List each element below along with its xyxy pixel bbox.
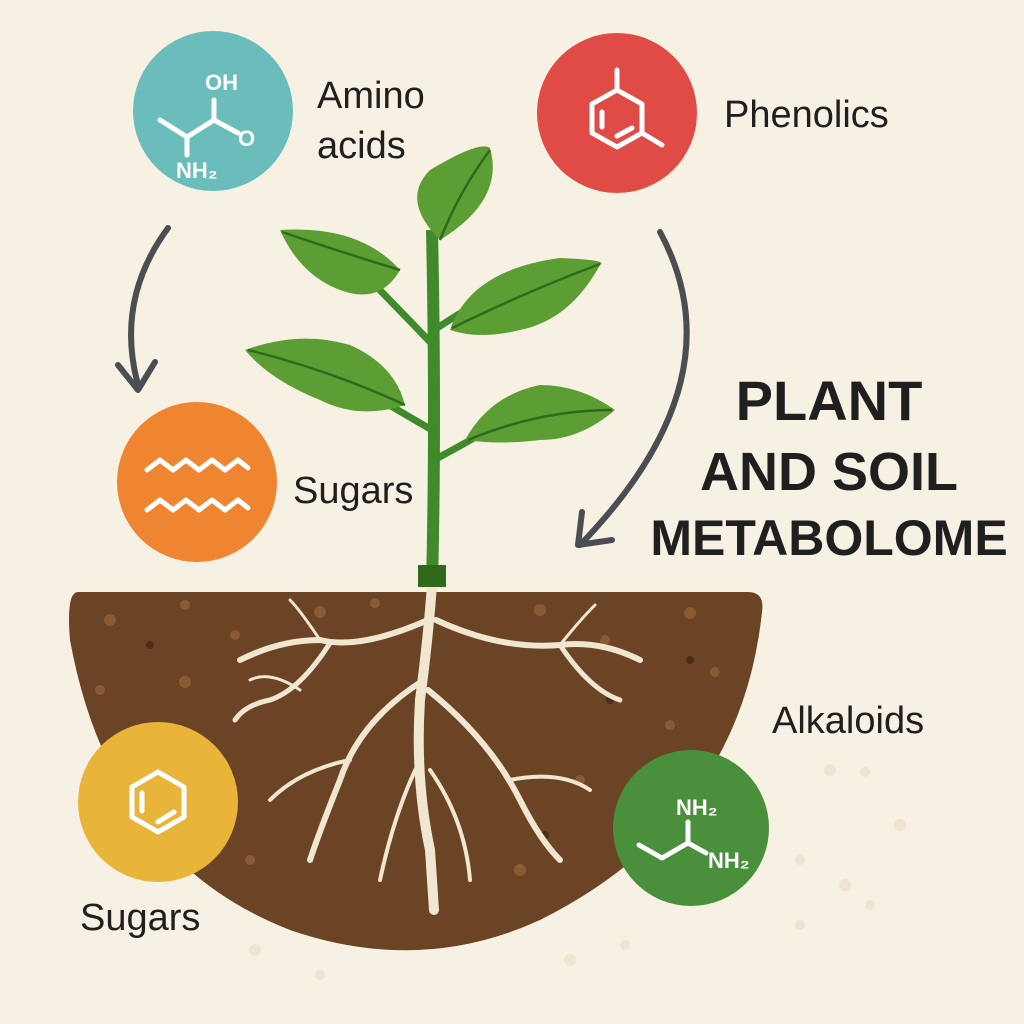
arrow-amino-to-sugars [128,225,171,388]
amino-acids-group: OH O NH₂ Amino acids [133,31,425,191]
phenolics-group: Phenolics [537,33,889,193]
sugars-wave-icon [117,402,277,562]
nh2-label: NH₂ [176,158,218,183]
sugars-bottom-label: Sugars [80,897,200,939]
nh2-top-label: NH₂ [676,795,718,820]
o-label: O [238,126,255,151]
alkaloids-group: NH₂ NH₂ Alkaloids [613,700,924,906]
title-line-3: METABOLOME [650,510,1007,566]
soil-particles [95,598,720,876]
alkaloids-icon [613,750,769,906]
sugars-top-group: Sugars [117,402,413,562]
arrowhead-right [575,509,615,548]
sugars-bottom-group: Sugars [78,722,238,939]
nh2-right-label: NH₂ [708,848,750,873]
title-line-1: PLANT [736,369,923,432]
arrowhead-left [115,359,158,393]
roots [232,580,643,915]
arrow-phenolics-to-soil [577,229,690,548]
page-title: PLANT AND SOIL METABOLOME [650,369,1007,566]
plant [245,146,615,587]
sugars-ring-icon [78,722,238,882]
amino-acids-label-line1: Amino [317,75,425,117]
phenolics-label: Phenolics [724,94,889,136]
amino-acids-label-line2: acids [317,125,406,167]
sugars-top-label: Sugars [293,470,413,512]
title-line-2: AND SOIL [700,442,958,502]
phenolics-icon [537,33,697,193]
oh-label: OH [205,70,238,95]
alkaloids-label: Alkaloids [772,700,924,742]
background-dots [249,764,906,980]
